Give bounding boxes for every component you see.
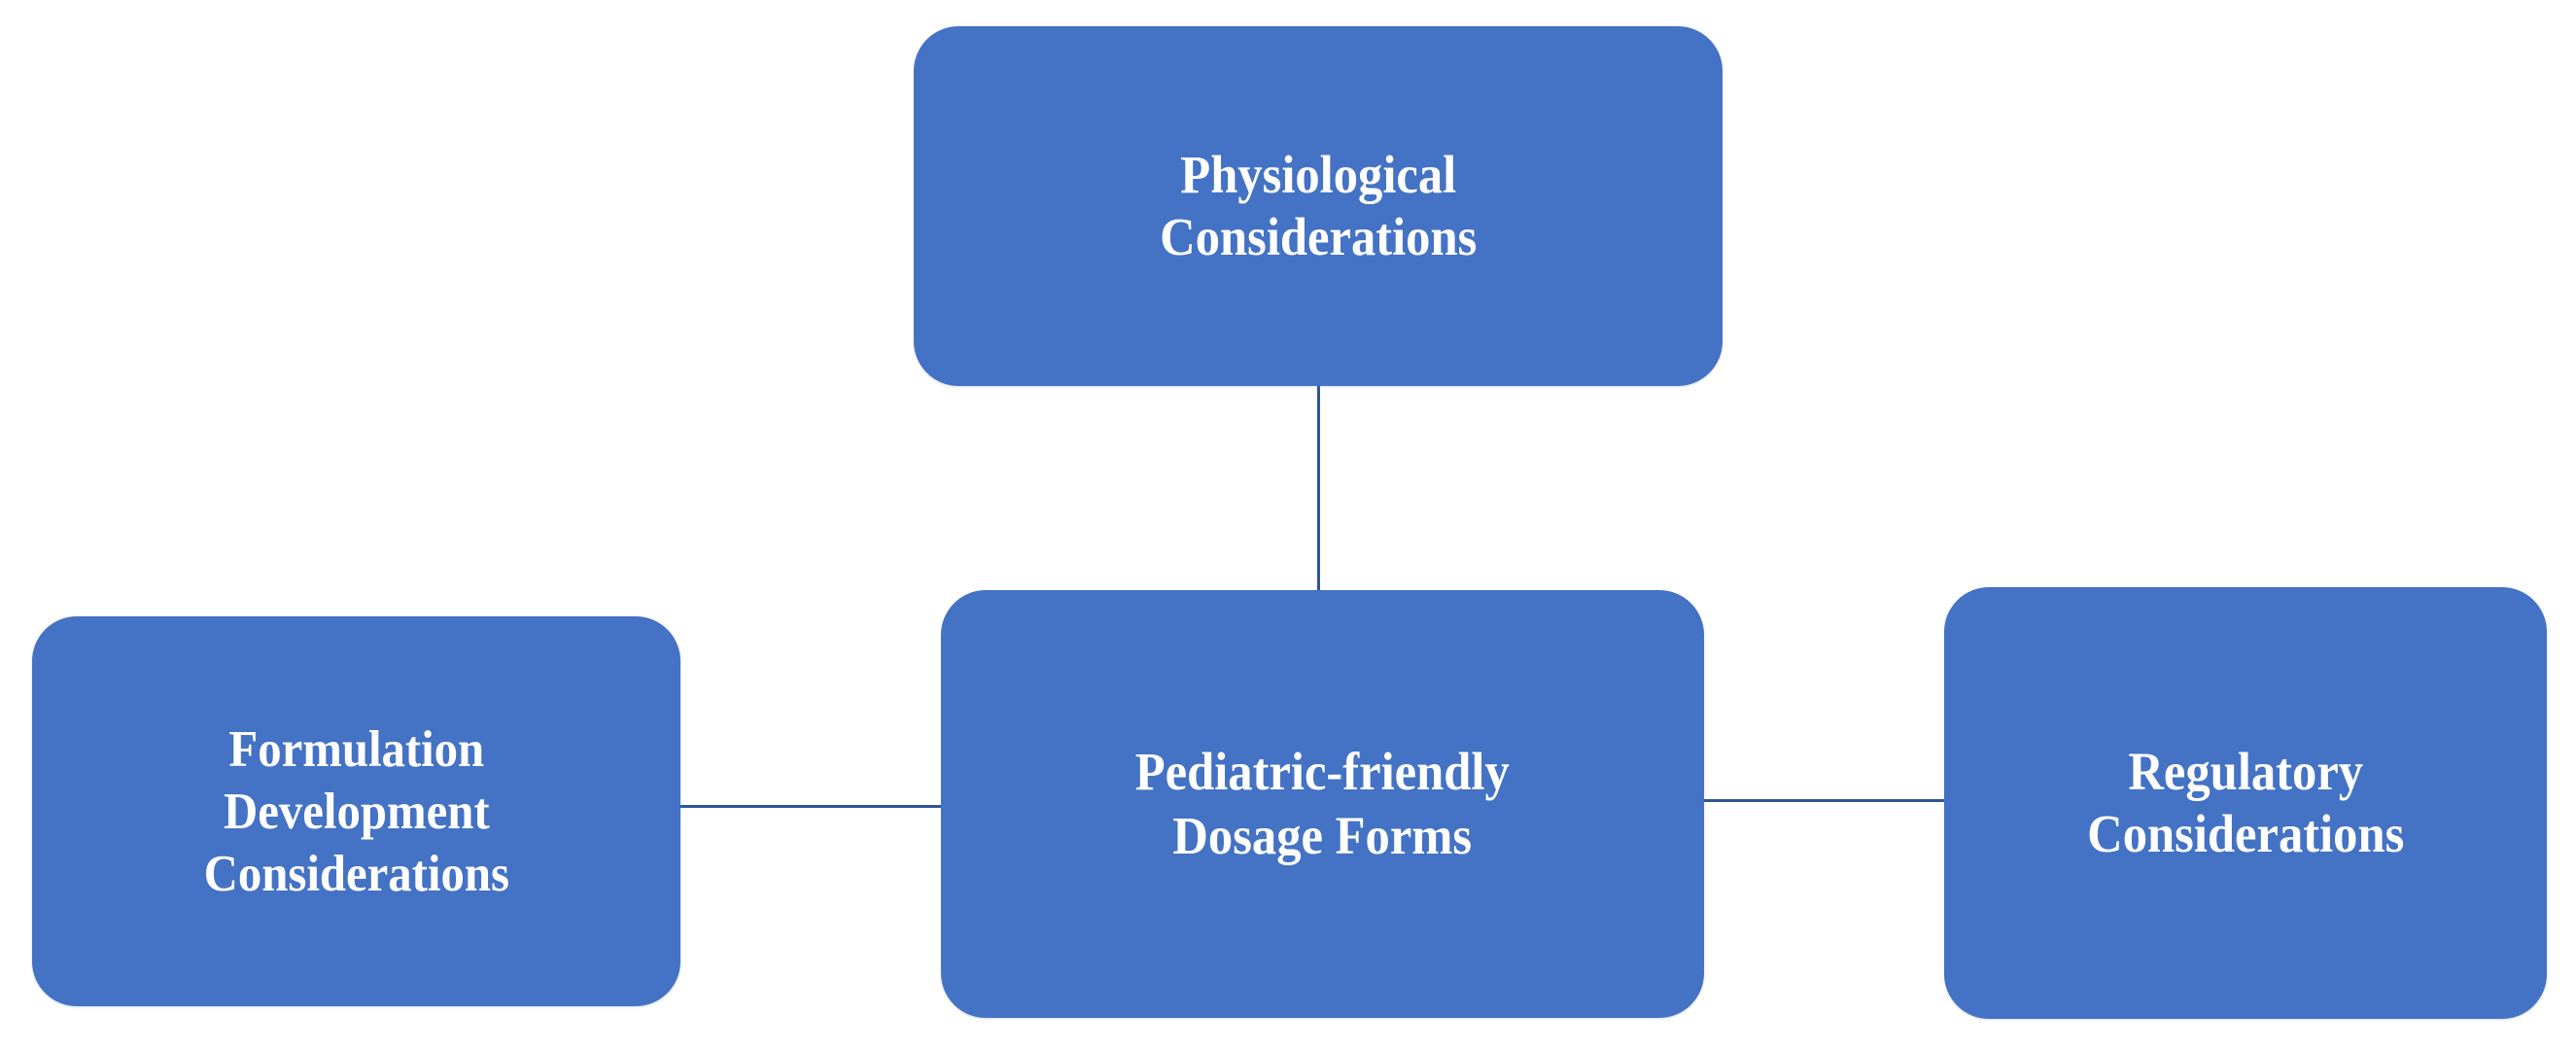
node-physiological-label: Physiological Considerations — [1159, 145, 1478, 266]
connector-physiological-to-center — [1317, 385, 1320, 591]
connector-formulation-to-center — [679, 805, 942, 808]
node-formulation-development-considerations[interactable]: Formulation Development Considerations — [32, 616, 680, 1006]
node-pediatric-friendly-dosage-forms[interactable]: Pediatric-friendly Dosage Forms — [941, 590, 1704, 1018]
node-regulatory-label: Regulatory Considerations — [2086, 742, 2405, 863]
node-physiological-considerations[interactable]: Physiological Considerations — [914, 26, 1723, 386]
node-center-label: Pediatric-friendly Dosage Forms — [1134, 742, 1511, 865]
connector-center-to-regulatory — [1703, 799, 1945, 802]
node-regulatory-considerations[interactable]: Regulatory Considerations — [1944, 587, 2547, 1019]
node-formulation-label: Formulation Development Considerations — [203, 720, 509, 902]
